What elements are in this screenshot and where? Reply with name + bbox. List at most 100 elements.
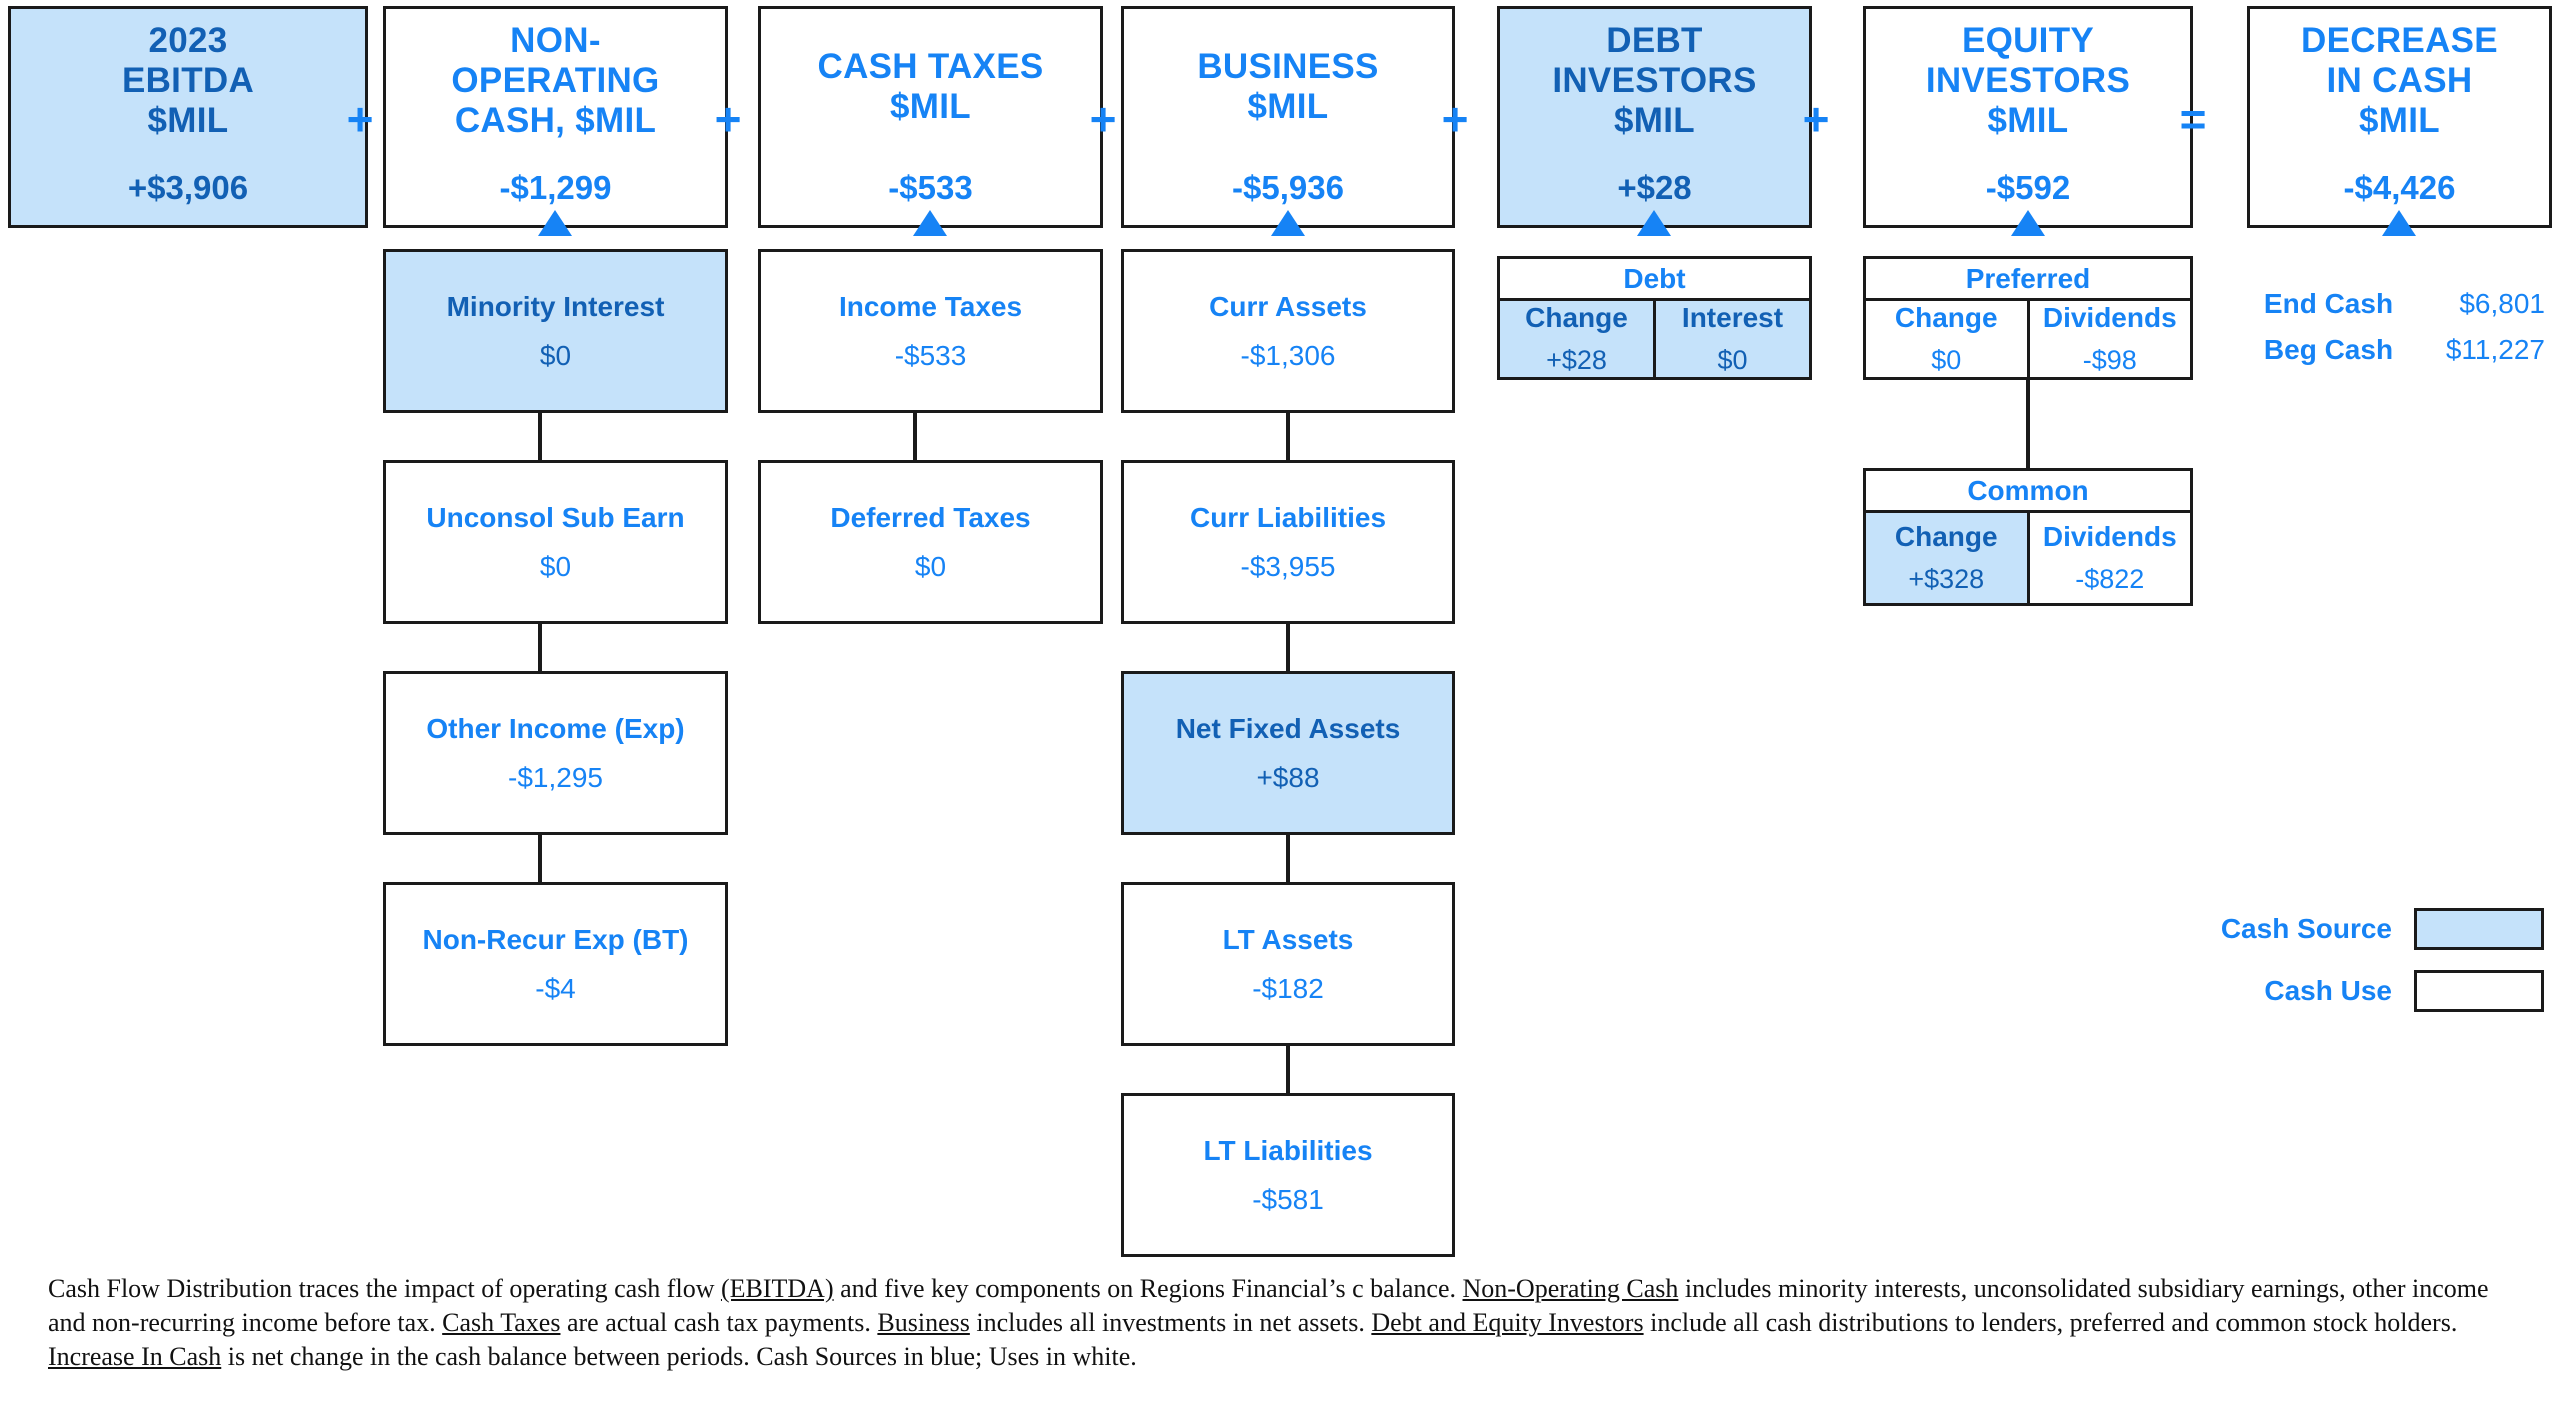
footnote-part: includes all investments in net assets.: [969, 1308, 1372, 1337]
cash-summary-label: Beg Cash: [2263, 334, 2394, 365]
subtable-header-common: Common: [1866, 471, 2190, 513]
cell-label: Change: [1894, 521, 1998, 552]
item-label: Curr Assets: [1209, 291, 1367, 322]
item-value: +$88: [1256, 762, 1320, 793]
up-arrow-icon-cash-taxes: [913, 210, 947, 236]
item-box-other-income-exp[interactable]: Other Income (Exp) -$1,295: [383, 671, 728, 835]
cash-summary-value: $6,801: [2459, 288, 2545, 319]
connector-line: [538, 624, 542, 671]
cell-value: -$98: [2082, 345, 2137, 375]
item-box-unconsol-sub-earn[interactable]: Unconsol Sub Earn $0: [383, 460, 728, 624]
connector-line: [1286, 835, 1290, 882]
subtable-cell-preferred-change[interactable]: Change $0: [1866, 301, 2027, 377]
cell-label: Change: [1525, 302, 1628, 333]
item-value: $0: [539, 551, 572, 582]
footnote-part: include all cash distributions to lender…: [1643, 1308, 2458, 1337]
subtable-cell-debt-interest[interactable]: Interest $0: [1653, 301, 1809, 377]
up-arrow-icon-debt: [1637, 210, 1671, 236]
cell-value: $0: [1717, 345, 1748, 375]
item-box-net-fixed-assets[interactable]: Net Fixed Assets +$88: [1121, 671, 1455, 835]
subtable-debt[interactable]: Debt Change +$28 Interest $0: [1497, 256, 1812, 380]
item-value: -$581: [1252, 1184, 1324, 1215]
subtable-header-preferred: Preferred: [1866, 259, 2190, 301]
header-box-cash-taxes[interactable]: CASH TAXES$MIL -$533: [758, 6, 1103, 228]
footnote-term-increase-in-cash: Increase In Cash: [48, 1342, 222, 1371]
subtable-cell-common-dividends[interactable]: Dividends -$822: [2026, 513, 2190, 603]
cell-value: +$28: [1546, 345, 1607, 375]
subtable-cell-debt-change[interactable]: Change +$28: [1500, 301, 1653, 377]
header-value-equity-investors: -$592: [1985, 169, 2071, 206]
header-title-business: BUSINESS$MIL: [1197, 47, 1379, 126]
header-value-ebitda: +$3,906: [127, 169, 249, 206]
subtable-common[interactable]: Common Change +$328 Dividends -$822: [1863, 468, 2193, 606]
up-arrow-icon-non-operating: [538, 210, 572, 236]
cash-summary-row-end-cash: End Cash $6,801: [2255, 288, 2545, 320]
footnote-term-ebitda: (EBITDA): [720, 1274, 834, 1303]
connector-line: [1286, 624, 1290, 671]
item-value: -$3,955: [1240, 551, 1336, 582]
item-box-lt-liabilities[interactable]: LT Liabilities -$581: [1121, 1093, 1455, 1257]
cell-label: Dividends: [2042, 521, 2177, 552]
item-label: Minority Interest: [446, 291, 665, 322]
subtable-header-debt: Debt: [1500, 259, 1809, 301]
cash-summary-label: End Cash: [2263, 288, 2394, 319]
connector-line: [538, 413, 542, 460]
operator-equals: =: [2179, 93, 2207, 145]
subtable-row: Change $0 Dividends -$98: [1866, 301, 2190, 377]
footnote-term-debt-and-equity-investors: Debt and Equity Investors: [1371, 1308, 1644, 1337]
legend-swatch-cash-source: [2414, 908, 2544, 950]
item-box-income-taxes[interactable]: Income Taxes -$533: [758, 249, 1103, 413]
header-value-business: -$5,936: [1232, 169, 1344, 206]
operator-plus-5: +: [1802, 93, 1830, 145]
subtable-preferred[interactable]: Preferred Change $0 Dividends -$98: [1863, 256, 2193, 380]
item-box-deferred-taxes[interactable]: Deferred Taxes $0: [758, 460, 1103, 624]
footnote-term-non-operating-cash: Non-Operating Cash: [1462, 1274, 1679, 1303]
item-label: LT Liabilities: [1203, 1135, 1373, 1166]
connector-line: [913, 413, 917, 460]
operator-plus-3: +: [1089, 93, 1117, 145]
footnote-part: Cash Flow Distribution traces the impact…: [48, 1274, 721, 1303]
item-label: Net Fixed Assets: [1175, 713, 1401, 744]
item-box-curr-liabilities[interactable]: Curr Liabilities -$3,955: [1121, 460, 1455, 624]
item-value: -$1,295: [508, 762, 603, 793]
item-label: Income Taxes: [838, 291, 1023, 322]
legend-row-cash-source: Cash Source: [2221, 908, 2544, 950]
item-box-lt-assets[interactable]: LT Assets -$182: [1121, 882, 1455, 1046]
item-label: Other Income (Exp): [426, 713, 685, 744]
subtable-cell-common-change[interactable]: Change +$328: [1866, 513, 2027, 603]
item-label: Deferred Taxes: [830, 502, 1031, 533]
header-value-cash-taxes: -$533: [888, 169, 973, 206]
connector-line: [2026, 380, 2030, 470]
header-value-non-operating-cash: -$1,299: [499, 169, 612, 206]
connector-line: [1286, 413, 1290, 460]
connector-line: [538, 835, 542, 882]
header-value-debt-investors: +$28: [1617, 169, 1692, 206]
cell-value: -$822: [2075, 564, 2145, 594]
operator-plus-1: +: [346, 93, 374, 145]
subtable-row: Change +$28 Interest $0: [1500, 301, 1809, 377]
footnote-part: are actual cash tax payments.: [560, 1308, 878, 1337]
legend-label-cash-use: Cash Use: [2264, 975, 2392, 1006]
up-arrow-icon-equity: [2011, 210, 2045, 236]
footnote-term-cash-taxes: Cash Taxes: [442, 1308, 561, 1337]
item-label: Non-Recur Exp (BT): [422, 924, 689, 955]
item-box-curr-assets[interactable]: Curr Assets -$1,306: [1121, 249, 1455, 413]
cell-label: Change: [1894, 302, 1998, 333]
cell-value: +$328: [1908, 564, 1985, 594]
item-box-minority-interest[interactable]: Minority Interest $0: [383, 249, 728, 413]
cell-label: Dividends: [2042, 302, 2177, 333]
item-box-non-recur-exp-bt[interactable]: Non-Recur Exp (BT) -$4: [383, 882, 728, 1046]
legend: Cash Source Cash Use: [2221, 908, 2544, 1012]
header-box-business[interactable]: BUSINESS$MIL -$5,936: [1121, 6, 1455, 228]
subtable-cell-preferred-dividends[interactable]: Dividends -$98: [2026, 301, 2190, 377]
